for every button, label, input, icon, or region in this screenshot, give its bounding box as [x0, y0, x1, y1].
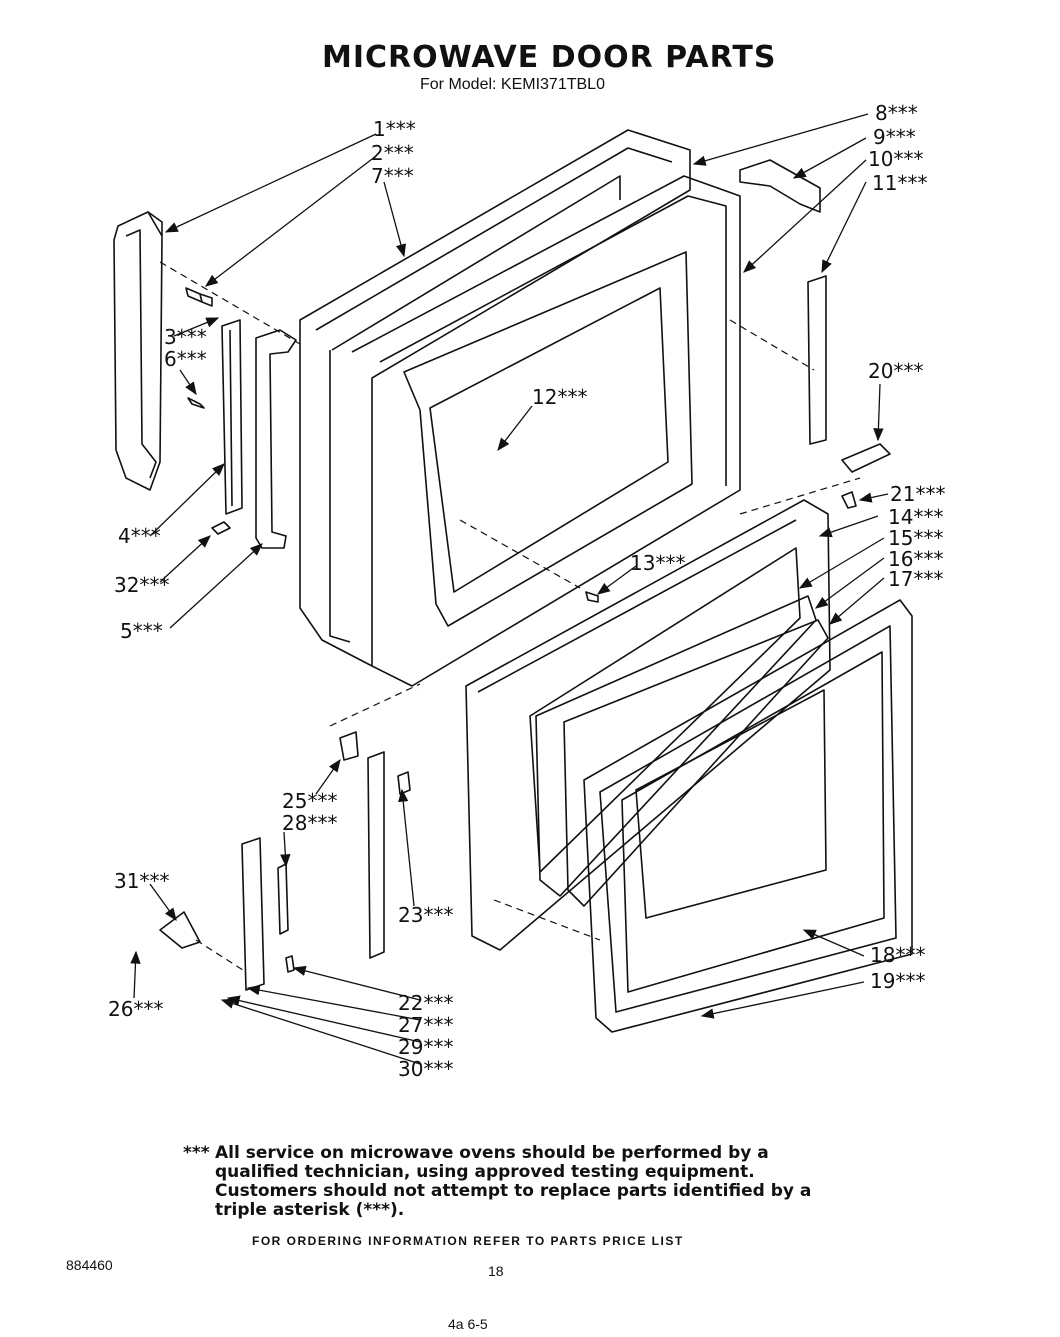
callout-21: 21*** — [890, 482, 945, 506]
callout-1: 1*** — [373, 117, 416, 141]
callout-29: 29*** — [398, 1035, 453, 1059]
choke-screen-parts — [535, 595, 829, 907]
screw-parts — [185, 287, 857, 603]
inner-handle-part — [255, 329, 297, 549]
handwritten-mark: 4a 6-5 — [448, 1316, 488, 1332]
callout-30: 30*** — [398, 1057, 453, 1081]
hinge-part — [841, 443, 891, 473]
callout-18: 18*** — [870, 943, 925, 967]
callout-labels: 1*** 2*** 7*** 3*** 6*** 4*** 32*** 5***… — [108, 101, 945, 1081]
callout-27: 27*** — [398, 1013, 453, 1037]
callout-13: 13*** — [630, 551, 685, 575]
callout-16: 16*** — [888, 547, 943, 571]
latch-parts — [159, 731, 411, 991]
callout-2: 2*** — [371, 141, 414, 165]
side-bar-part — [807, 275, 827, 445]
callout-7: 7*** — [371, 164, 414, 188]
page-number: 18 — [488, 1263, 504, 1279]
callout-31: 31*** — [114, 869, 169, 893]
outer-door-frame — [299, 129, 691, 667]
callout-10: 10*** — [868, 147, 923, 171]
inner-panel — [465, 499, 831, 951]
callout-4: 4*** — [118, 524, 161, 548]
note-asterisks: *** — [183, 1143, 210, 1163]
callout-14: 14*** — [888, 505, 943, 529]
callout-19: 19*** — [870, 969, 925, 993]
callout-11: 11*** — [872, 171, 927, 195]
callout-28: 28*** — [282, 811, 337, 835]
model-subtitle: For Model: KEMI371TBL0 — [420, 76, 605, 93]
callout-20: 20*** — [868, 359, 923, 383]
strip-part — [221, 319, 243, 515]
middle-door-frame — [351, 175, 741, 687]
callout-23: 23*** — [398, 903, 453, 927]
callout-6: 6*** — [164, 347, 207, 371]
callout-5: 5*** — [120, 619, 163, 643]
callout-26: 26*** — [108, 997, 163, 1021]
callout-12: 12*** — [532, 385, 587, 409]
page-title: MICROWAVE DOOR PARTS — [322, 40, 777, 75]
callout-3: 3*** — [164, 325, 207, 349]
callout-22: 22*** — [398, 991, 453, 1015]
callout-17: 17*** — [888, 567, 943, 591]
callout-9: 9*** — [873, 125, 916, 149]
callout-32: 32*** — [114, 573, 169, 597]
document-number: 884460 — [66, 1257, 113, 1273]
front-window-frame — [583, 599, 913, 1033]
service-note: *** All service on microwave ovens shoul… — [183, 1143, 825, 1220]
callout-8: 8*** — [875, 101, 918, 125]
callout-25: 25*** — [282, 789, 337, 813]
callout-15: 15*** — [888, 526, 943, 550]
bracket-part — [739, 159, 821, 213]
note-text: All service on microwave ovens should be… — [215, 1143, 812, 1220]
handle-part — [113, 211, 163, 491]
ordering-info: FOR ORDERING INFORMATION REFER TO PARTS … — [252, 1234, 684, 1248]
